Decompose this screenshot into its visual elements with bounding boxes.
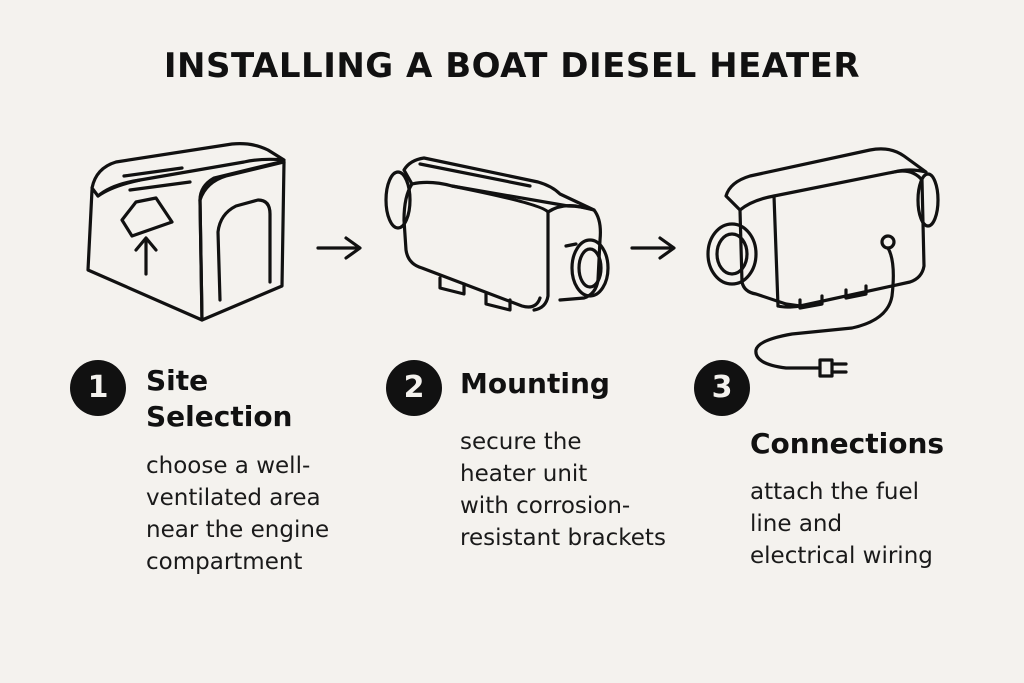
step-desc-line: near the engine [146, 517, 330, 543]
step-desc-line: secure the [460, 429, 582, 455]
step-description: secure the heater unit with corrosion- r… [460, 426, 666, 554]
step-number-badge: 2 [386, 360, 442, 416]
arrow-right-icon [316, 236, 362, 260]
arrow-right-icon [630, 236, 676, 260]
step-desc-line: with corrosion- [460, 493, 631, 519]
step-title: Site Selection [146, 363, 293, 435]
step-desc-line: choose a well- [146, 453, 311, 479]
page-title: INSTALLING A BOAT DIESEL HEATER [163, 46, 861, 86]
step-desc-line: attach the fuel [750, 479, 920, 505]
heater-with-cable-icon [706, 147, 940, 378]
step-number-badge: 1 [70, 360, 126, 416]
step-desc-line: heater unit [460, 461, 588, 487]
step-desc-line: ventilated area [146, 485, 321, 511]
step-desc-line: electrical wiring [750, 543, 933, 569]
compartment-icon [86, 142, 286, 322]
step-title-line: Site [146, 364, 209, 397]
step-title-line: Mounting [460, 367, 610, 400]
step-desc-line: resistant brackets [460, 525, 666, 551]
step-description: choose a well- ventilated area near the … [146, 450, 329, 578]
step-number-badge: 3 [694, 360, 750, 416]
step-desc-line: line and [750, 511, 843, 537]
step-description: attach the fuel line and electrical wiri… [750, 476, 933, 572]
step-title-line: Selection [146, 400, 293, 433]
step-title: Connections [750, 426, 944, 462]
step-title: Mounting [460, 366, 610, 402]
heater-unit-icon [384, 156, 610, 312]
step-desc-line: compartment [146, 549, 303, 575]
step-title-line: Connections [750, 427, 945, 460]
